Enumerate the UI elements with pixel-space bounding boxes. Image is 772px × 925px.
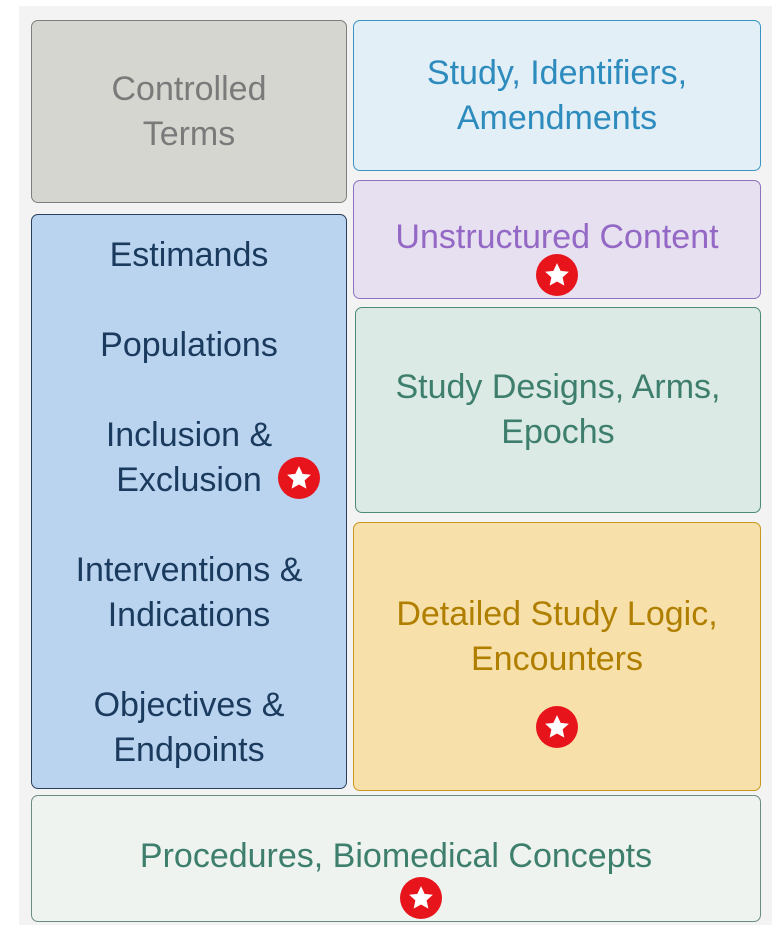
procedures-box: Procedures, Biomedical Concepts — [31, 795, 761, 922]
populations-label: Populations — [100, 326, 278, 364]
star-icon — [536, 706, 578, 748]
study-designs-label: Study Designs, Arms, Epochs — [395, 368, 721, 451]
estimands-label: Estimands — [109, 236, 269, 274]
star-icon — [278, 457, 320, 499]
procedures-label: Procedures, Biomedical Concepts — [139, 837, 653, 875]
controlled-terms-box: Controlled Terms — [31, 20, 347, 203]
detailed-logic-box: Detailed Study Logic, Encounters — [353, 522, 761, 791]
inclusion-exclusion-label: Inclusion & Exclusion — [105, 416, 273, 499]
interventions-indications-label: Interventions & Indications — [75, 551, 303, 634]
controlled-terms-label: Controlled Terms — [111, 69, 267, 153]
left-column-box: Estimands Populations Inclusion & Exclus… — [31, 214, 347, 789]
objectives-endpoints-label: Objectives & Endpoints — [93, 686, 285, 769]
detailed-logic-label: Detailed Study Logic, Encounters — [396, 594, 718, 678]
star-icon — [536, 254, 578, 296]
study-identifiers-label: Study, Identifiers, Amendments — [426, 53, 688, 137]
unstructured-content-box: Unstructured Content — [353, 180, 761, 299]
unstructured-content-label: Unstructured Content — [395, 218, 719, 256]
star-icon — [400, 877, 442, 919]
study-designs-box: Study Designs, Arms, Epochs — [355, 307, 761, 513]
study-identifiers-box: Study, Identifiers, Amendments — [353, 20, 761, 171]
